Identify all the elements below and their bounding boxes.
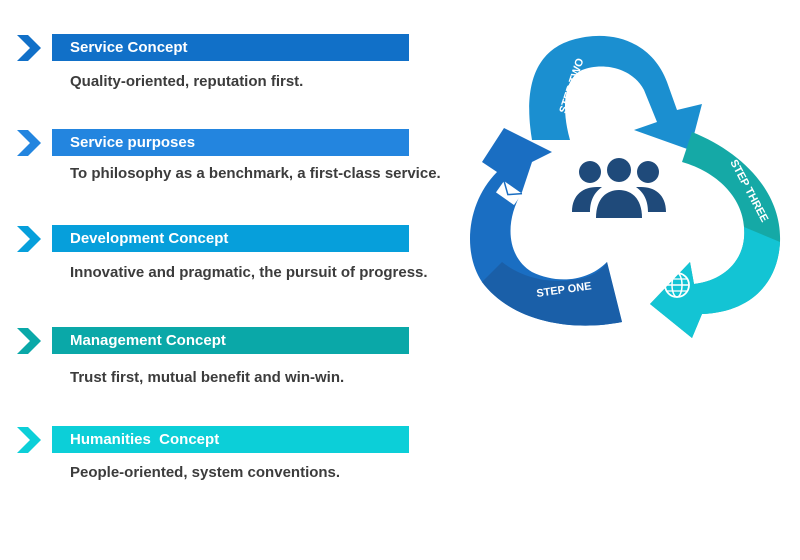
concept-description: Quality-oriented, reputation first. [70,73,304,90]
step-three-arrow: STEP THREE [650,132,781,338]
concept-humanities: Humanities Concept People-oriented, syst… [0,426,460,486]
concept-description: To philosophy as a benchmark, a first-cl… [70,165,441,182]
chevron-right-icon [17,226,41,252]
concept-title: Development Concept [52,225,409,252]
concept-description: Innovative and pragmatic, the pursuit of… [70,264,428,281]
concept-description: Trust first, mutual benefit and win-win. [70,369,345,386]
concept-service: Service Concept Quality-oriented, reputa… [0,34,460,94]
concept-title: Management Concept [52,327,409,354]
concept-title: Service Concept [52,34,409,61]
concept-management: Management Concept Trust first, mutual b… [0,327,460,387]
lightbulb-icon [662,58,688,87]
concept-description: People-oriented, system conventions. [70,464,341,481]
concept-service-purposes: Service purposes To philosophy as a benc… [0,129,460,189]
chevron-right-icon [17,427,41,453]
people-group-icon [572,158,666,218]
concept-title: Service purposes [52,129,409,156]
concept-title: Humanities Concept [52,426,409,453]
envelope-icon [495,180,523,206]
chevron-right-icon [17,35,41,61]
step-two-arrow: STEP TWO [529,35,702,150]
step-cycle-diagram: STEP TWO STEP THREE STEP [470,35,781,338]
concept-development: Development Concept Innovative and pragm… [0,225,460,285]
globe-icon [664,272,690,298]
step-one-arrow: STEP ONE [470,128,622,326]
chevron-right-icon [17,328,41,354]
chevron-right-icon [17,130,41,156]
